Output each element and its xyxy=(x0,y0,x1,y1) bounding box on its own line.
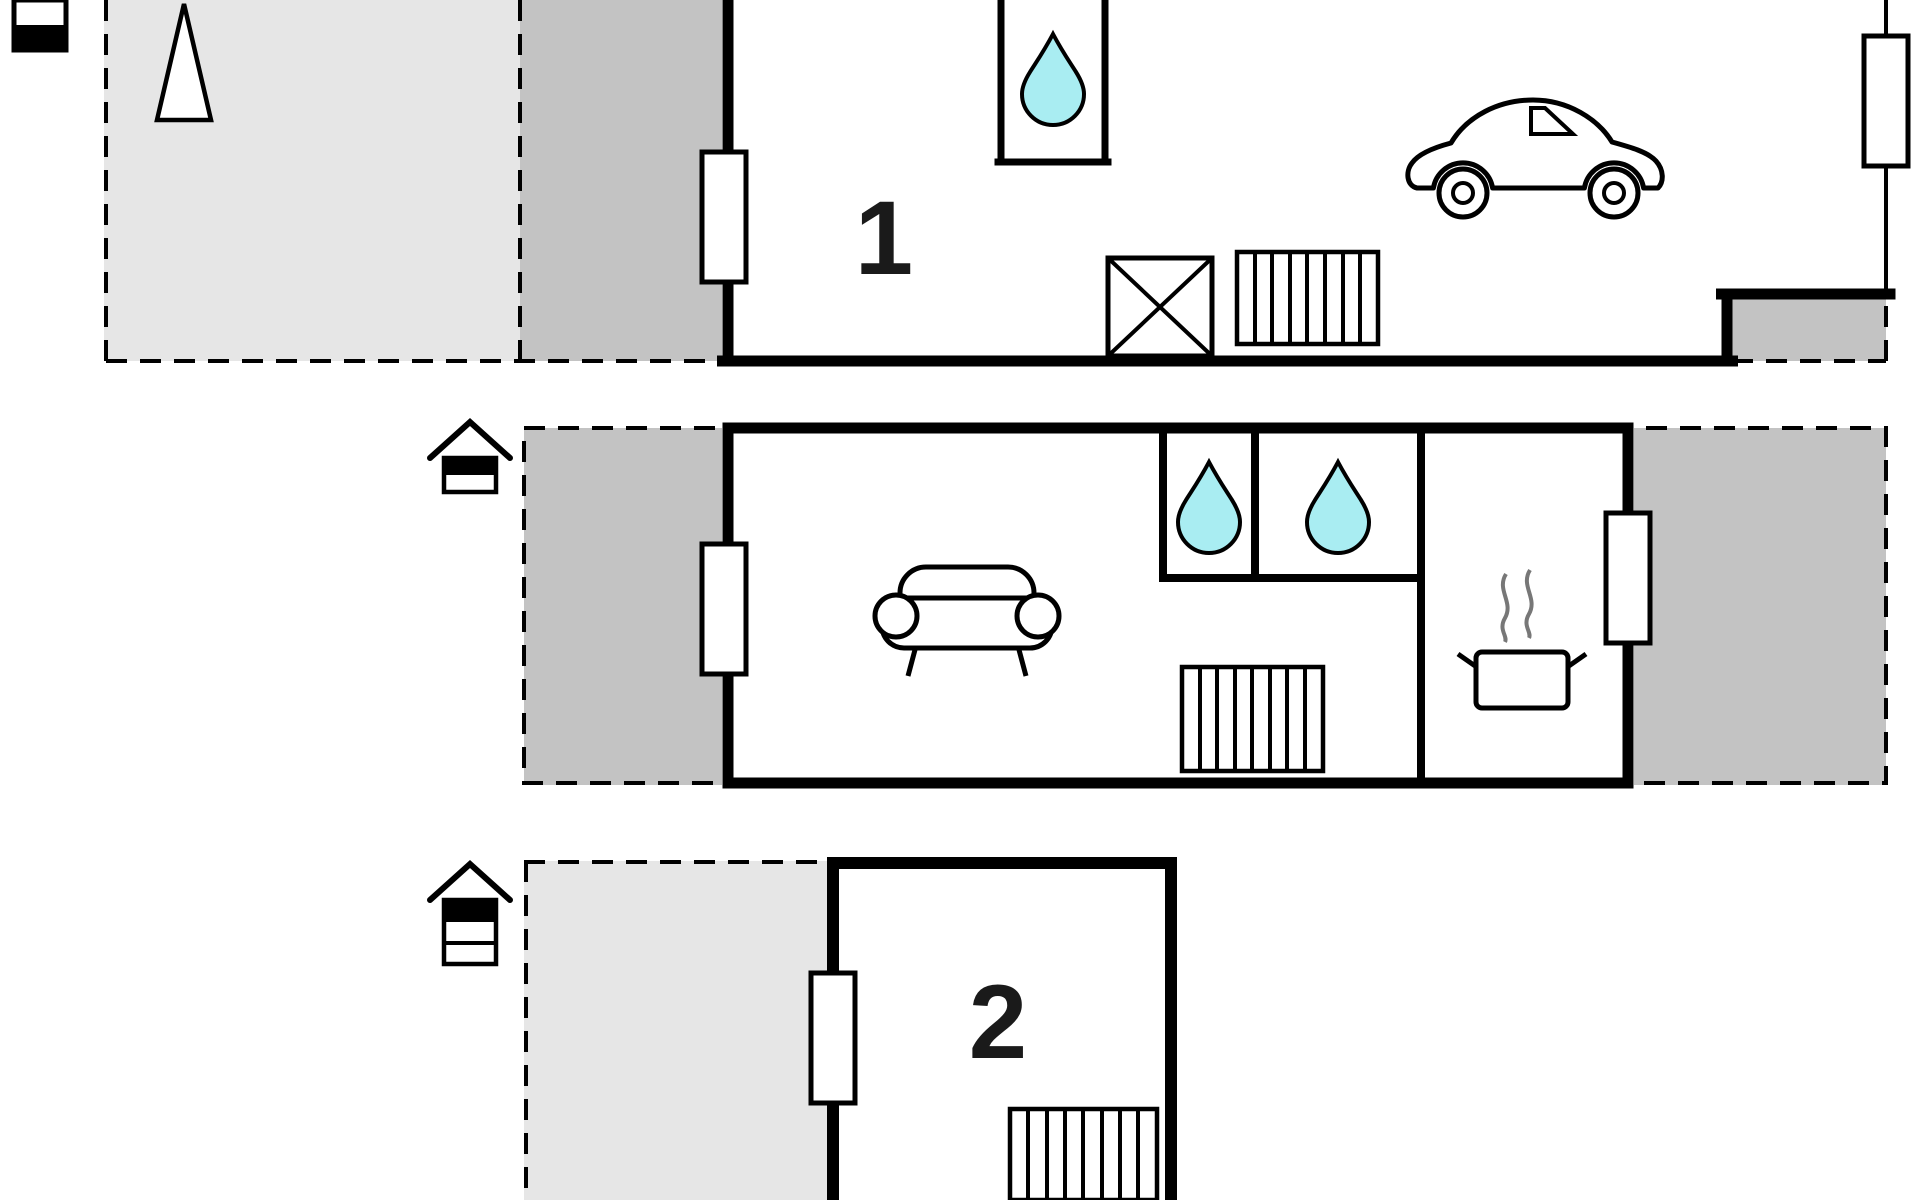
floor-plan-ground: 1 xyxy=(11,0,1911,367)
terrace-area-dark xyxy=(520,0,722,361)
floor-level-indicator-icon xyxy=(427,417,513,495)
triangle-tree-icon xyxy=(154,3,214,123)
interior-walls xyxy=(1159,424,1425,787)
stairs-icon xyxy=(1179,664,1326,774)
sofa-legs xyxy=(905,645,1029,677)
sofa-icon xyxy=(872,564,1062,677)
stairs-icon xyxy=(1007,1106,1160,1200)
terrace-area-dark-right xyxy=(1628,428,1886,785)
floor-area xyxy=(722,422,1634,790)
terrace-corner-dark xyxy=(1732,294,1886,361)
car-window xyxy=(1529,106,1579,136)
level-band xyxy=(444,458,496,475)
terrace-area-light xyxy=(104,0,520,361)
cooking-pot-icon xyxy=(1456,568,1588,711)
plot-boundary-dashed xyxy=(524,860,827,1200)
steam-icon xyxy=(1500,568,1534,643)
floor-level-indicator-icon xyxy=(11,0,69,53)
roof xyxy=(427,417,513,461)
floor-level-indicator-icon xyxy=(427,859,513,967)
window xyxy=(1861,33,1911,169)
roof xyxy=(427,859,513,903)
floor-plan-upper: 2 xyxy=(427,857,1177,1200)
terrace-area-light xyxy=(524,861,827,1200)
water-drop-icon xyxy=(1175,457,1243,555)
terrace-area-dark-left xyxy=(524,428,723,785)
window xyxy=(699,541,749,677)
room-number-label: 1 xyxy=(855,180,913,297)
window xyxy=(699,149,749,285)
level-band xyxy=(14,25,66,50)
room-number-label: 2 xyxy=(969,964,1027,1081)
window xyxy=(808,970,858,1106)
pot-body xyxy=(1473,649,1571,711)
shower-room-walls xyxy=(994,0,1112,166)
plot-boundary-dashed xyxy=(522,426,1888,785)
cross-hatch-box-icon xyxy=(1105,255,1215,359)
floor-plan-main xyxy=(427,417,1888,790)
plot-boundary-dashed xyxy=(104,0,1888,363)
water-drop-icon xyxy=(1304,457,1372,555)
car-icon xyxy=(1405,97,1665,220)
water-drop-icon xyxy=(1019,29,1087,127)
stairs-icon xyxy=(1234,249,1381,347)
level-band xyxy=(444,900,496,922)
window xyxy=(1603,510,1653,646)
